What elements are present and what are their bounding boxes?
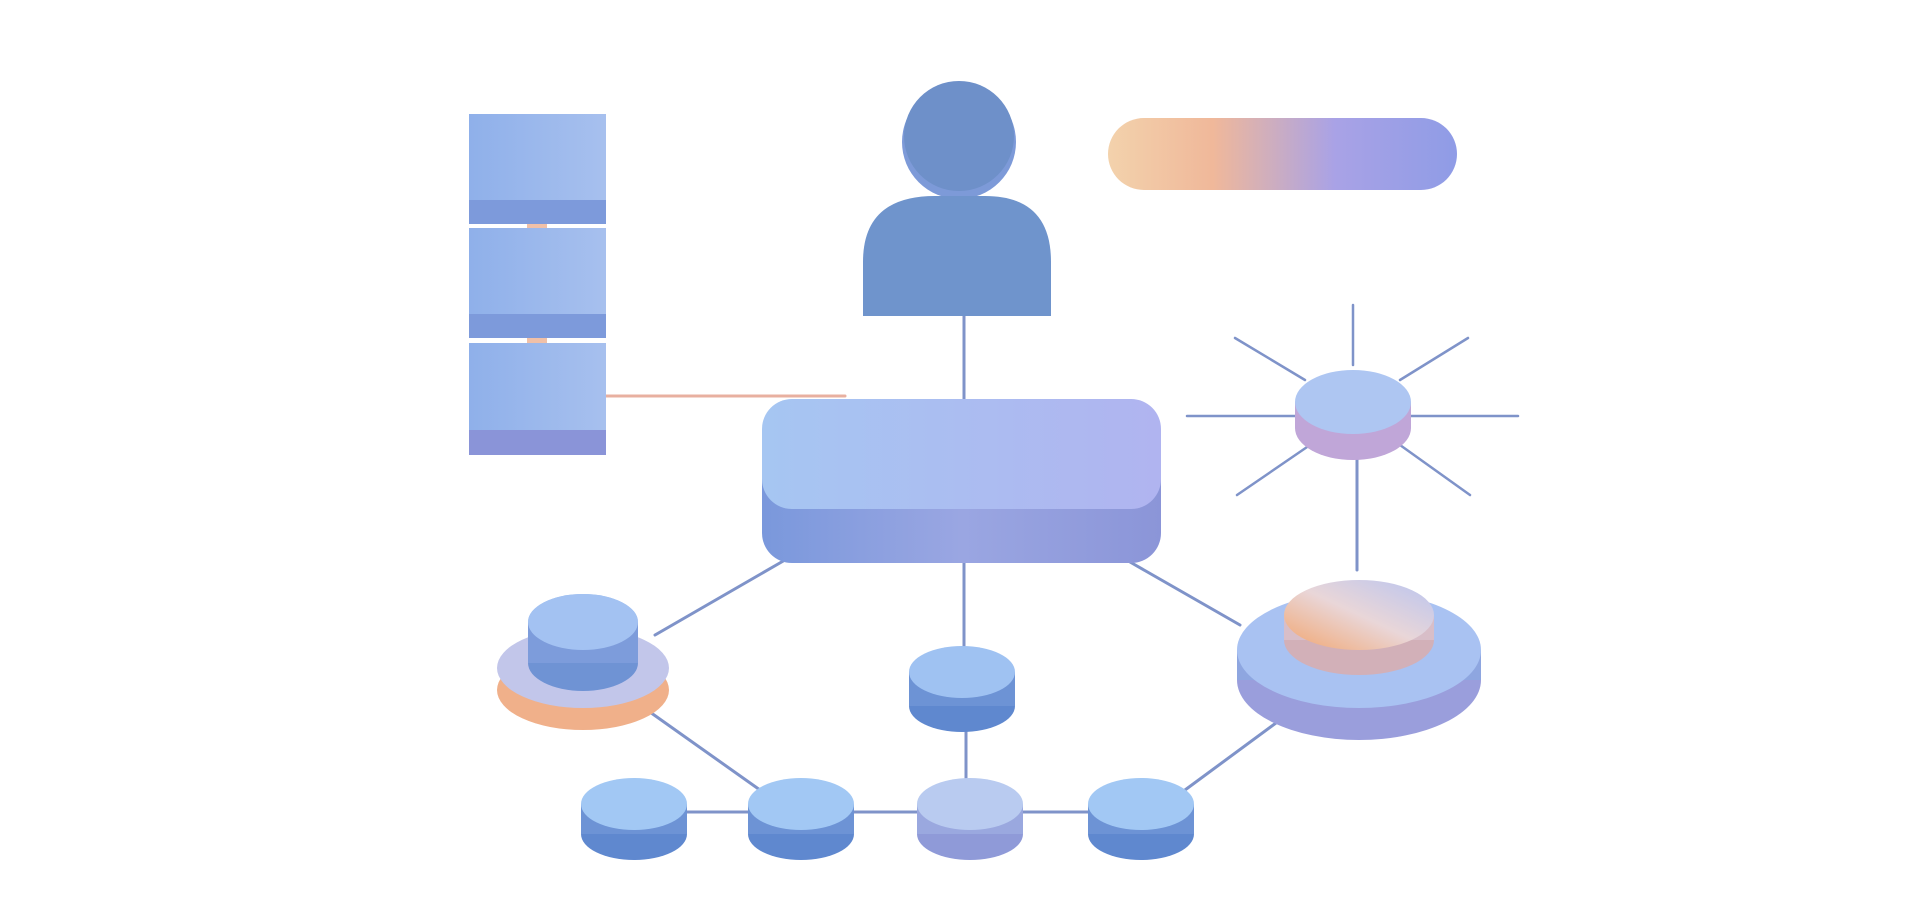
network-node-bottom-3 bbox=[917, 778, 1023, 860]
network-node-bottom-4 bbox=[1088, 778, 1194, 860]
network-node-middle bbox=[909, 646, 1015, 732]
connectors bbox=[604, 298, 1359, 814]
connector-hub-right bbox=[1128, 560, 1242, 627]
user-icon bbox=[863, 81, 1051, 316]
network-node-left bbox=[497, 594, 669, 730]
network-node-bottom-1 bbox=[581, 778, 687, 860]
database-stack-icon bbox=[469, 114, 606, 455]
bottom-node-row bbox=[581, 778, 1194, 860]
broadcast-node-icon bbox=[1185, 303, 1520, 497]
connector-right-bottom bbox=[1183, 718, 1282, 792]
progress-pill bbox=[1108, 118, 1457, 190]
hub-box bbox=[762, 399, 1161, 563]
network-node-bottom-2 bbox=[748, 778, 854, 860]
network-node-right bbox=[1237, 580, 1481, 740]
connector-left-bottom bbox=[638, 703, 762, 792]
connector-hub-left bbox=[653, 558, 787, 637]
